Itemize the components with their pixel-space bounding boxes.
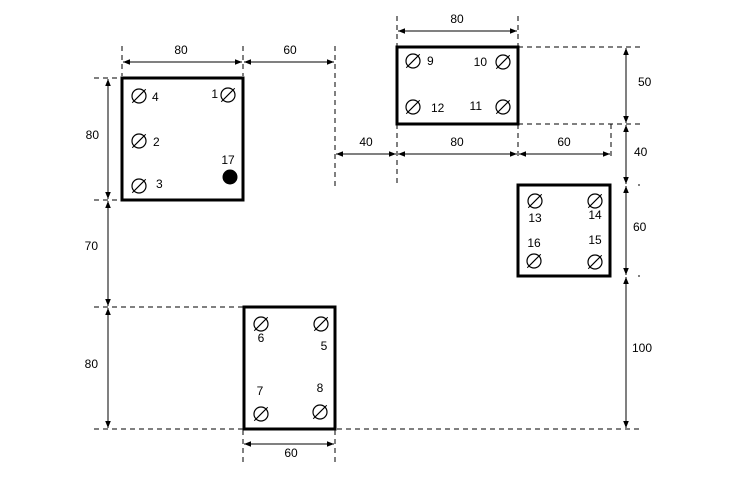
hole-10: 10 xyxy=(474,54,511,70)
hatch-line xyxy=(136,88,147,99)
hatch-line xyxy=(592,254,603,265)
hole-label: 5 xyxy=(321,339,328,353)
hole-label: 1 xyxy=(211,87,218,101)
hole-label: 12 xyxy=(431,101,445,115)
hole-7: 7 xyxy=(253,384,269,422)
hole-label: 8 xyxy=(317,381,324,395)
hole-14: 14 xyxy=(587,193,603,222)
dim-label: 100 xyxy=(632,341,652,355)
hole-label: 10 xyxy=(474,55,488,69)
hole-3: 3 xyxy=(131,177,163,194)
hole-12: 12 xyxy=(405,99,445,115)
dimension-labels: 80 60 80 50 80 40 80 60 40 60 70 80 100 … xyxy=(85,12,653,460)
hole-label: 9 xyxy=(427,54,434,68)
hole-13: 13 xyxy=(527,193,543,225)
plate-a xyxy=(120,76,245,202)
hole-11: 11 xyxy=(470,99,511,115)
dim-label: 60 xyxy=(284,446,298,460)
hatch-line xyxy=(258,406,269,417)
hole-label: 15 xyxy=(588,233,602,247)
dim-label: 40 xyxy=(359,135,373,149)
hole-label: 6 xyxy=(258,331,265,345)
hole-label: 3 xyxy=(156,177,163,191)
hole-label: 2 xyxy=(153,135,160,149)
hatch-line xyxy=(318,316,329,327)
hatch-line xyxy=(531,253,542,264)
dim-label: 80 xyxy=(450,135,464,149)
hatch-line xyxy=(500,54,511,65)
dim-label: 60 xyxy=(283,43,297,57)
hatch-line xyxy=(410,99,421,110)
hatch-line xyxy=(532,193,543,204)
dim-label: 80 xyxy=(85,357,99,371)
solid-hole-icon xyxy=(222,169,238,185)
hatch-line xyxy=(258,316,269,327)
dim-label: 40 xyxy=(634,145,648,159)
hole-label: 16 xyxy=(527,236,541,250)
hole-5: 5 xyxy=(313,316,329,353)
hatch-line xyxy=(225,87,236,98)
hole-17: 17 xyxy=(221,153,238,185)
hatch-line xyxy=(410,53,421,64)
hole-16: 16 xyxy=(526,236,542,269)
extension-lines xyxy=(94,16,640,462)
dimension-lines xyxy=(105,28,629,447)
plate-c xyxy=(516,183,612,278)
hatch-line xyxy=(500,99,511,110)
hatch-line xyxy=(136,178,147,189)
dim-label: 80 xyxy=(86,128,100,142)
dim-label: 80 xyxy=(174,43,188,57)
hole-label: 4 xyxy=(152,90,159,104)
hatch-line xyxy=(317,404,328,415)
dim-label: 50 xyxy=(638,75,652,89)
hole-label: 11 xyxy=(470,99,483,113)
hole-8: 8 xyxy=(312,381,328,420)
hole-label: 14 xyxy=(588,208,602,222)
hole-9: 9 xyxy=(405,53,434,69)
hole-label: 17 xyxy=(221,153,235,167)
hole-4: 4 xyxy=(131,88,159,104)
hole-6: 6 xyxy=(253,316,269,345)
plate-d xyxy=(242,305,337,431)
hole-label: 7 xyxy=(257,384,264,398)
dim-label: 80 xyxy=(450,12,464,26)
dim-label: 70 xyxy=(85,239,99,253)
dim-label: 60 xyxy=(557,135,571,149)
hole-label: 13 xyxy=(528,211,542,225)
hole-2: 2 xyxy=(131,133,160,149)
hatch-line xyxy=(592,193,603,204)
plate-b xyxy=(395,45,520,126)
hole-1: 1 xyxy=(211,87,236,103)
hole-15: 15 xyxy=(587,233,603,270)
dim-label: 60 xyxy=(633,220,647,234)
hatch-line xyxy=(136,133,147,144)
